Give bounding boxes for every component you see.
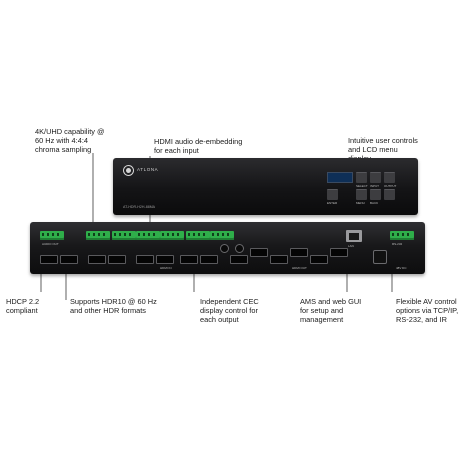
front-button-select bbox=[356, 172, 367, 183]
brand-logo-icon bbox=[123, 165, 134, 176]
front-button-extra bbox=[384, 189, 395, 200]
model-number: AT-HDR-H2H-88MA bbox=[123, 205, 156, 209]
hdmi-out-2 bbox=[250, 248, 268, 257]
ir-port-2 bbox=[235, 244, 244, 253]
device-front-panel: ATLONA AT-HDR-H2H-88MA SELECT INPUT OUTP… bbox=[113, 158, 418, 215]
front-button-input bbox=[370, 172, 381, 183]
label-hdmi-in: HDMI IN bbox=[160, 266, 172, 270]
hdmi-in-1 bbox=[40, 255, 58, 264]
front-label-menu: MENU bbox=[356, 201, 365, 205]
hdmi-in-4 bbox=[108, 255, 126, 264]
hdmi-out-3 bbox=[270, 255, 288, 264]
front-label-select: SELECT bbox=[356, 184, 368, 188]
hdmi-in-6 bbox=[156, 255, 174, 264]
front-label-output: OUTPUT bbox=[384, 184, 397, 188]
callout-uhd: 4K/UHD capability @ 60 Hz with 4:4:4 chr… bbox=[35, 127, 105, 154]
audio-terminal-2 bbox=[86, 231, 110, 240]
front-label-enter: ENTER bbox=[327, 201, 338, 205]
audio-terminal-6 bbox=[186, 231, 210, 240]
hdmi-in-8 bbox=[200, 255, 218, 264]
hdmi-out-5 bbox=[310, 255, 328, 264]
label-audio-out: AUDIO OUT bbox=[42, 242, 59, 246]
device-rear-panel: AUDIO OUT HDMI IN HDMI OUT LAN RS-232 48… bbox=[30, 222, 425, 274]
rs232-terminal bbox=[390, 231, 414, 240]
hdmi-out-6 bbox=[330, 248, 348, 257]
audio-terminal-5 bbox=[160, 231, 184, 240]
callout-hdcp: HDCP 2.2 compliant bbox=[6, 297, 40, 315]
brand-name: ATLONA bbox=[137, 167, 159, 172]
label-hdmi-out: HDMI OUT bbox=[292, 266, 307, 270]
ethernet-port bbox=[346, 230, 362, 242]
hdmi-in-7 bbox=[180, 255, 198, 264]
ir-port-1 bbox=[220, 244, 229, 253]
lcd-display bbox=[327, 172, 353, 183]
front-button-output bbox=[384, 172, 395, 183]
power-connector bbox=[373, 250, 387, 264]
audio-terminal-3 bbox=[112, 231, 136, 240]
label-power: 48V DC bbox=[396, 266, 407, 270]
callout-av: Flexible AV control options via TCP/IP, … bbox=[396, 297, 459, 324]
audio-terminal-4 bbox=[136, 231, 160, 240]
hdmi-out-4 bbox=[290, 248, 308, 257]
label-lan: LAN bbox=[348, 244, 354, 248]
audio-terminal-1 bbox=[40, 231, 64, 240]
front-button-enter bbox=[327, 189, 338, 200]
hdmi-in-2 bbox=[60, 255, 78, 264]
front-label-input: INPUT bbox=[370, 184, 379, 188]
audio-terminal-7 bbox=[210, 231, 234, 240]
hdmi-in-3 bbox=[88, 255, 106, 264]
hdmi-in-5 bbox=[136, 255, 154, 264]
callout-hdr: Supports HDR10 @ 60 Hz and other HDR for… bbox=[70, 297, 157, 315]
front-button-menu bbox=[356, 189, 367, 200]
callout-cec: Independent CEC display control for each… bbox=[200, 297, 259, 324]
hdmi-out-1 bbox=[230, 255, 248, 264]
front-button-back bbox=[370, 189, 381, 200]
front-label-back: BACK bbox=[370, 201, 379, 205]
label-rs232: RS-232 bbox=[392, 242, 403, 246]
callout-ams: AMS and web GUI for setup and management bbox=[300, 297, 362, 324]
callout-audio: HDMI audio de-embedding for each input bbox=[154, 137, 243, 155]
